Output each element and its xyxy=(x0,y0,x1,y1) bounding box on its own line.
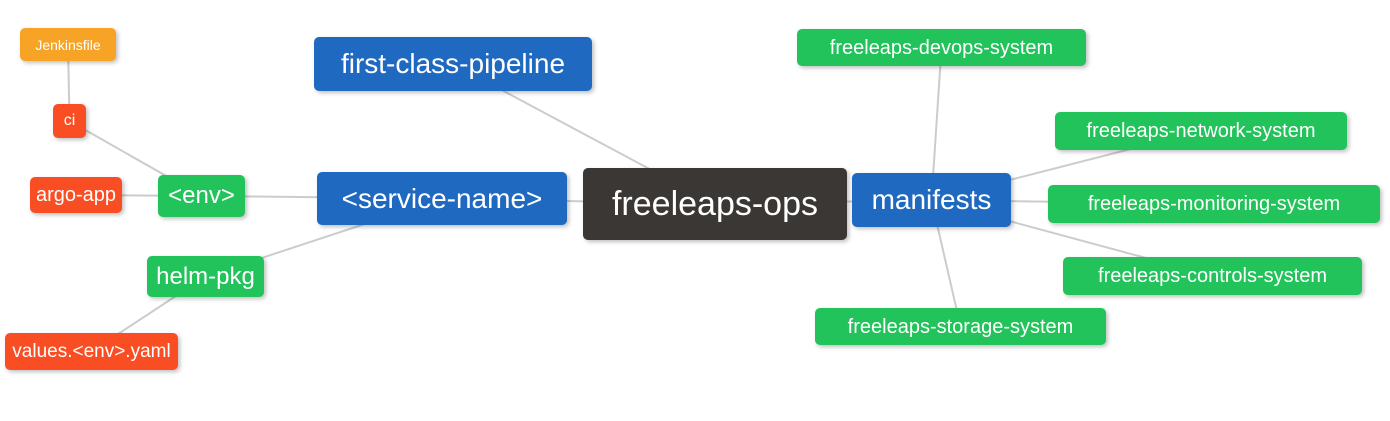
node-freeleaps-storage-system[interactable]: freeleaps-storage-system xyxy=(815,308,1106,345)
node-jenkinsfile[interactable]: Jenkinsfile xyxy=(20,28,116,61)
node-values-env-yaml[interactable]: values.<env>.yaml xyxy=(5,333,178,370)
node-ci[interactable]: ci xyxy=(53,104,86,138)
node-manifests[interactable]: manifests xyxy=(852,173,1011,227)
node-first-class-pipeline[interactable]: first-class-pipeline xyxy=(314,37,592,91)
node-argo-app[interactable]: argo-app xyxy=(30,177,122,213)
node-freeleaps-ops[interactable]: freeleaps-ops xyxy=(583,168,847,240)
node-freeleaps-controls-system[interactable]: freeleaps-controls-system xyxy=(1063,257,1362,295)
node-freeleaps-network-system[interactable]: freeleaps-network-system xyxy=(1055,112,1347,150)
node-helm-pkg[interactable]: helm-pkg xyxy=(147,256,264,297)
node-env[interactable]: <env> xyxy=(158,175,245,217)
node-freeleaps-monitoring-system[interactable]: freeleaps-monitoring-system xyxy=(1048,185,1380,223)
node-service-name[interactable]: <service-name> xyxy=(317,172,567,225)
node-freeleaps-devops-system[interactable]: freeleaps-devops-system xyxy=(797,29,1086,66)
